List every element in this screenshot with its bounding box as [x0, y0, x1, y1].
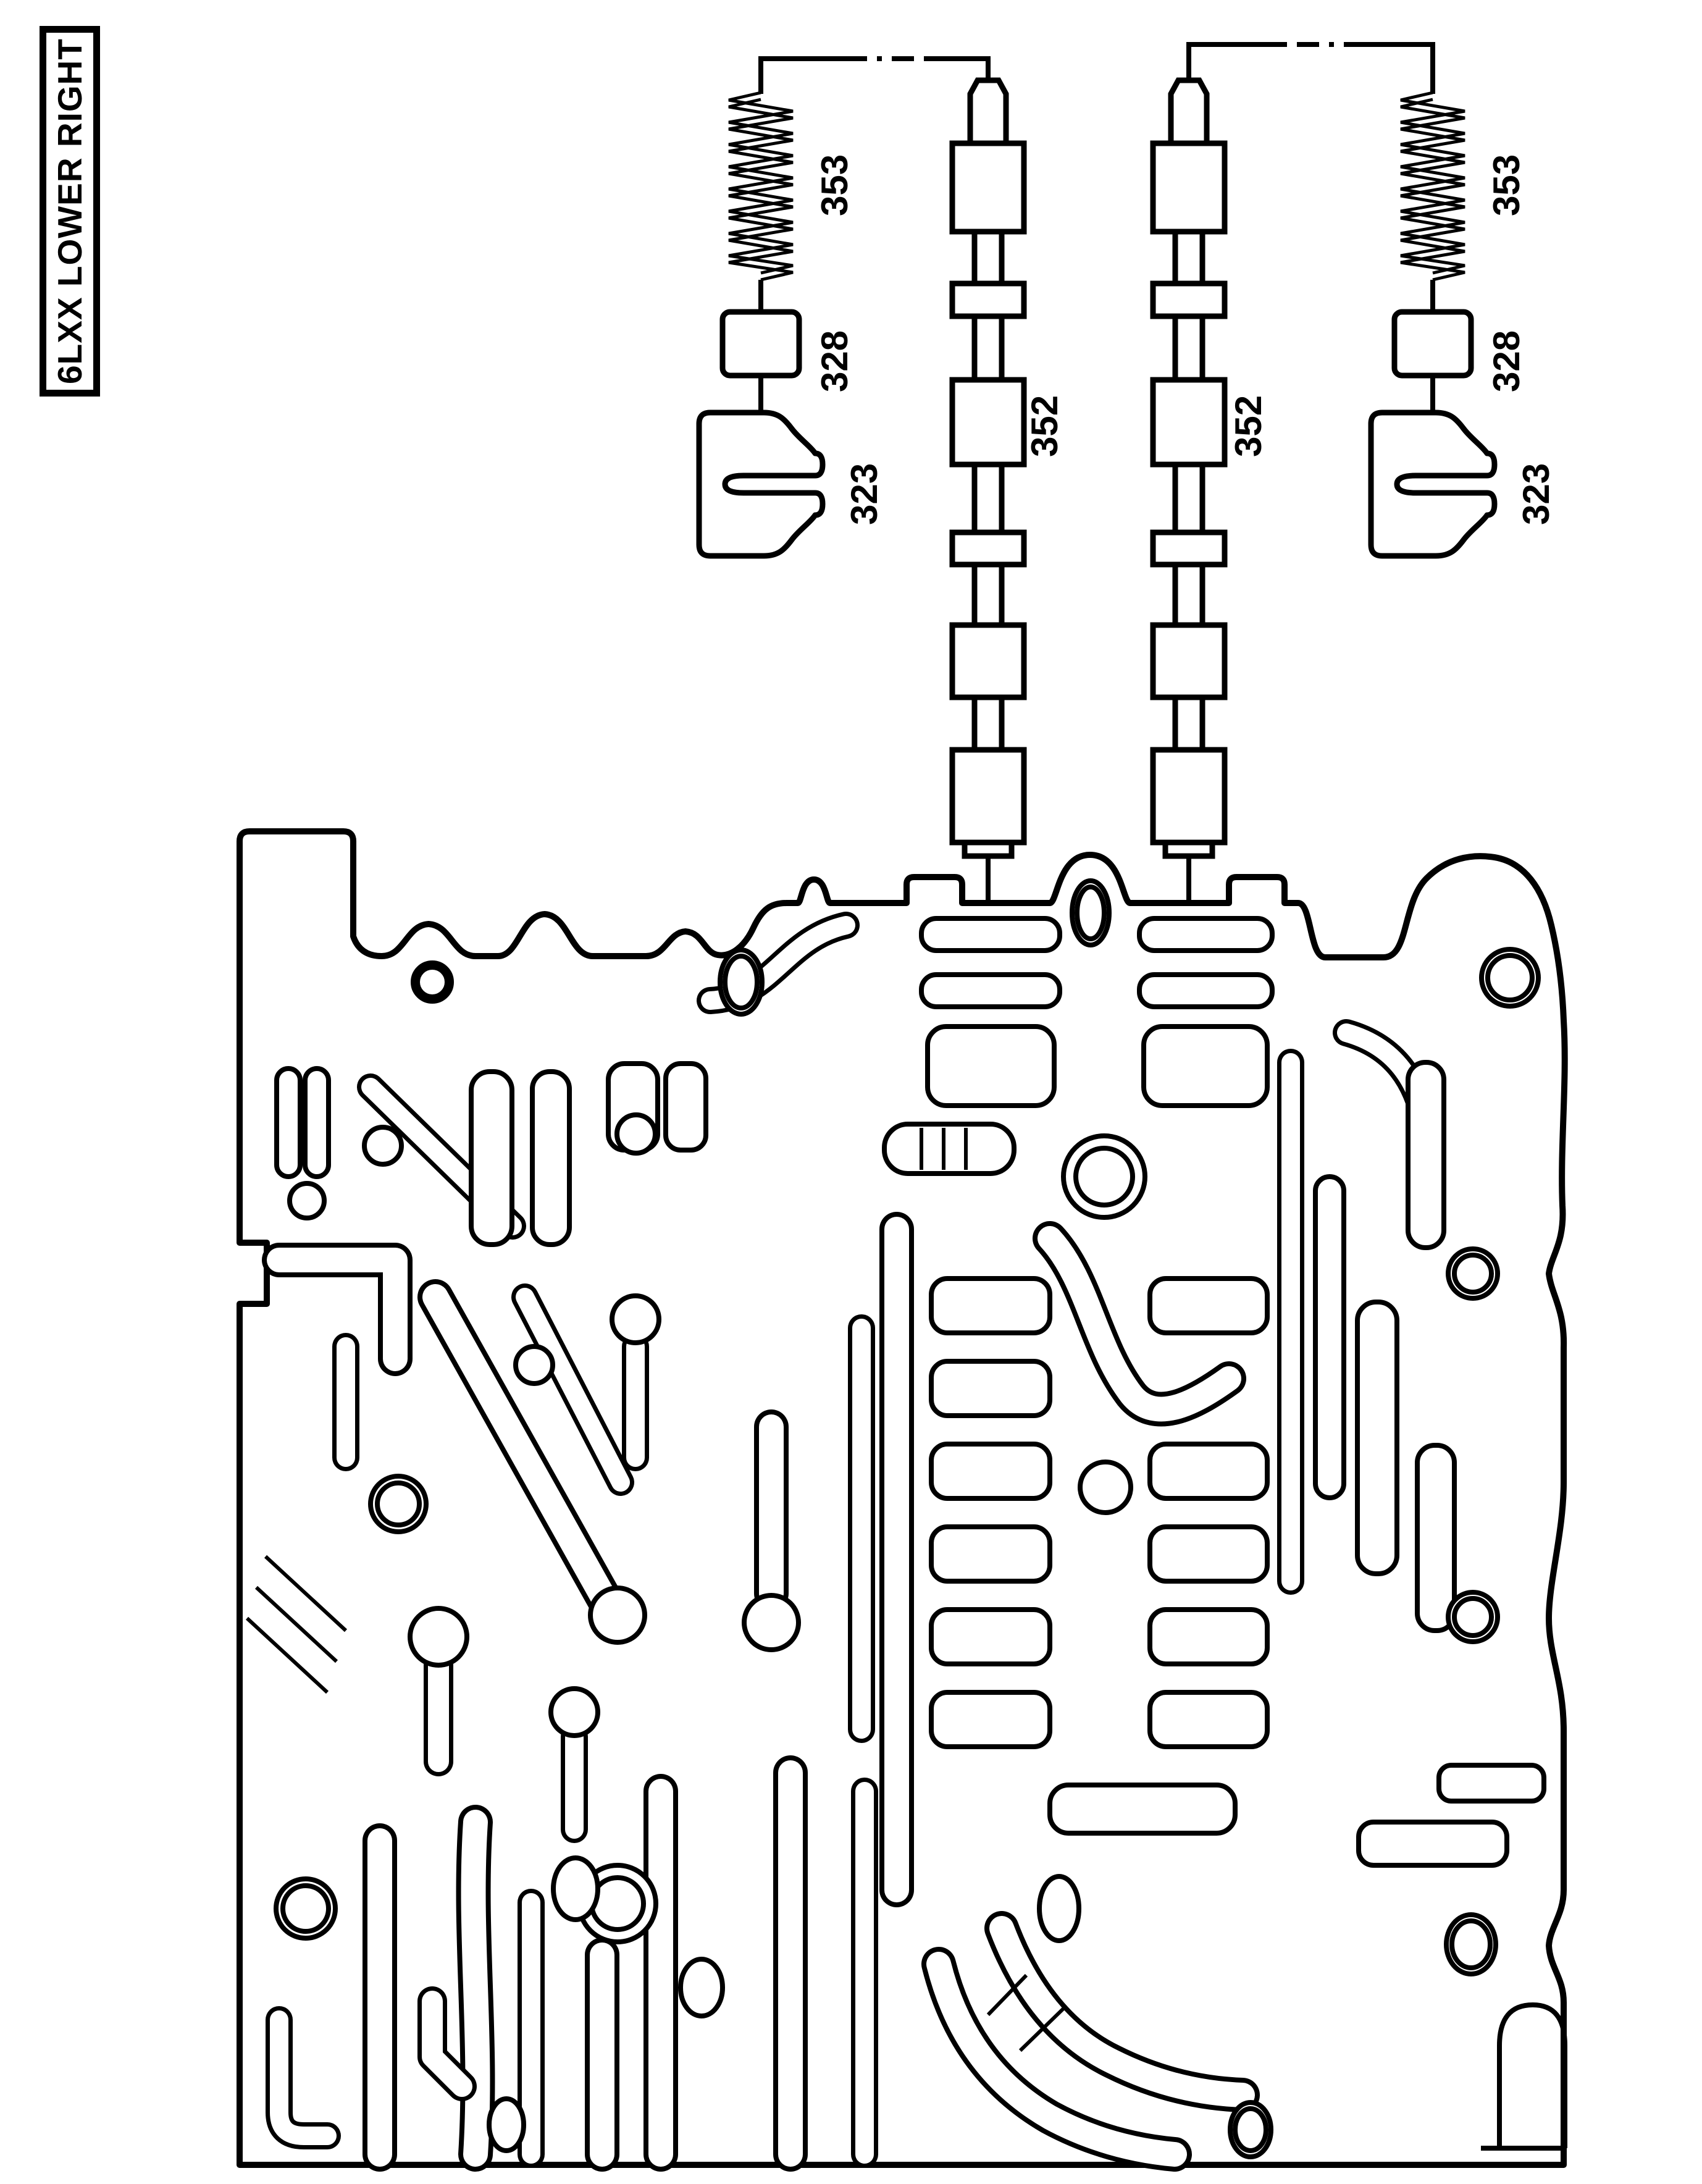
right-bracket-line: [1186, 42, 1435, 94]
label-353-right: 353: [1486, 154, 1527, 216]
title-box: 6LXX LOWER RIGHT: [40, 26, 100, 397]
left-bracket-line: [758, 56, 991, 94]
body-slots: [274, 916, 1546, 1868]
body-bolt-holes: [274, 878, 1541, 2159]
valve-352-right: [1153, 80, 1225, 902]
label-353-left: 353: [814, 154, 855, 216]
ladder-slots: [929, 1276, 1270, 1836]
label-323-left: 323: [844, 463, 885, 525]
hatch-lines: [245, 1555, 1065, 2052]
label-323-right: 323: [1515, 463, 1557, 525]
label-352-left: 352: [1024, 395, 1065, 457]
clip-323-right: [1371, 413, 1494, 556]
label-352-right: 352: [1228, 395, 1269, 457]
valve-body: [237, 828, 1568, 2172]
right-valve-assembly: 353 328 323 352: [1153, 42, 1557, 902]
clip-323-left: [699, 413, 823, 556]
valve-352-left: [952, 80, 1024, 902]
bottom-right-arch: [1481, 2002, 1567, 2151]
spring-353-left: [723, 93, 799, 413]
left-valve-assembly: 353 328 323 352: [699, 56, 1065, 902]
label-328-left: 328: [814, 330, 855, 392]
spring-353-right: [1394, 93, 1471, 413]
body-channels: [262, 912, 1441, 2172]
label-328-right: 328: [1486, 330, 1527, 392]
